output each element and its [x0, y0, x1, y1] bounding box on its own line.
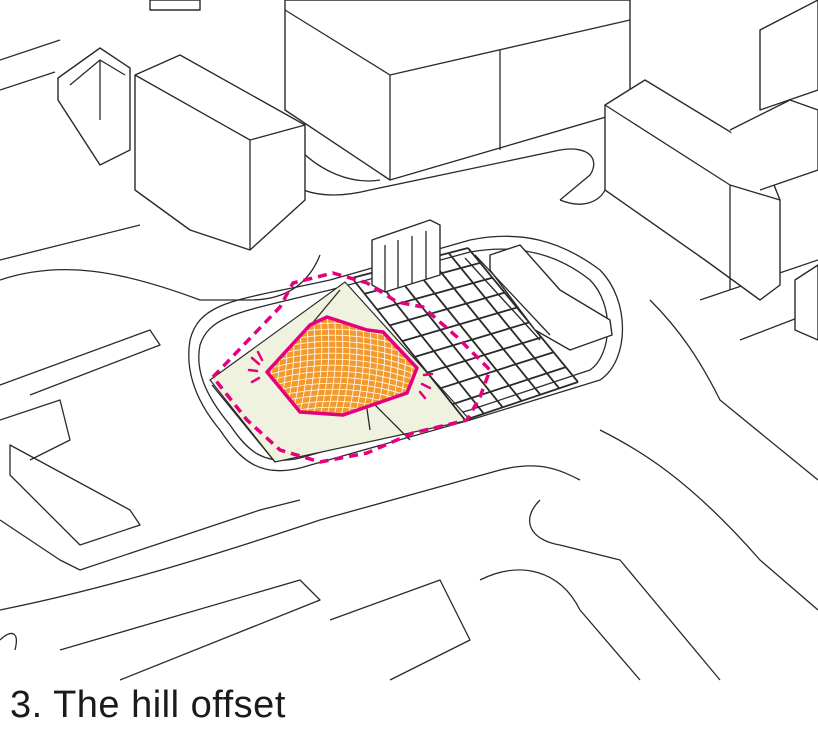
context-buildings — [57, 0, 818, 341]
mesh-line — [325, 317, 337, 415]
stair-tower — [371, 219, 441, 293]
grid-line — [389, 267, 504, 408]
grid-line — [409, 262, 523, 402]
mesh-line — [267, 358, 417, 379]
site — [188, 219, 624, 472]
mesh-line — [318, 317, 330, 415]
mesh-line — [311, 317, 323, 415]
grid-line — [351, 277, 466, 421]
mesh-line — [297, 317, 309, 415]
annex-building — [489, 244, 613, 351]
hill-offset-boundary — [211, 271, 492, 464]
mesh-line — [267, 364, 417, 385]
figure-caption: 3. The hill offset — [10, 684, 286, 726]
mesh-line — [267, 370, 417, 391]
mesh-line — [332, 317, 344, 415]
grid-line — [447, 252, 560, 389]
grid-line — [428, 257, 542, 396]
emphasis-marks — [247, 350, 434, 400]
mesh-line — [353, 317, 365, 415]
context-roads — [0, 39, 818, 681]
